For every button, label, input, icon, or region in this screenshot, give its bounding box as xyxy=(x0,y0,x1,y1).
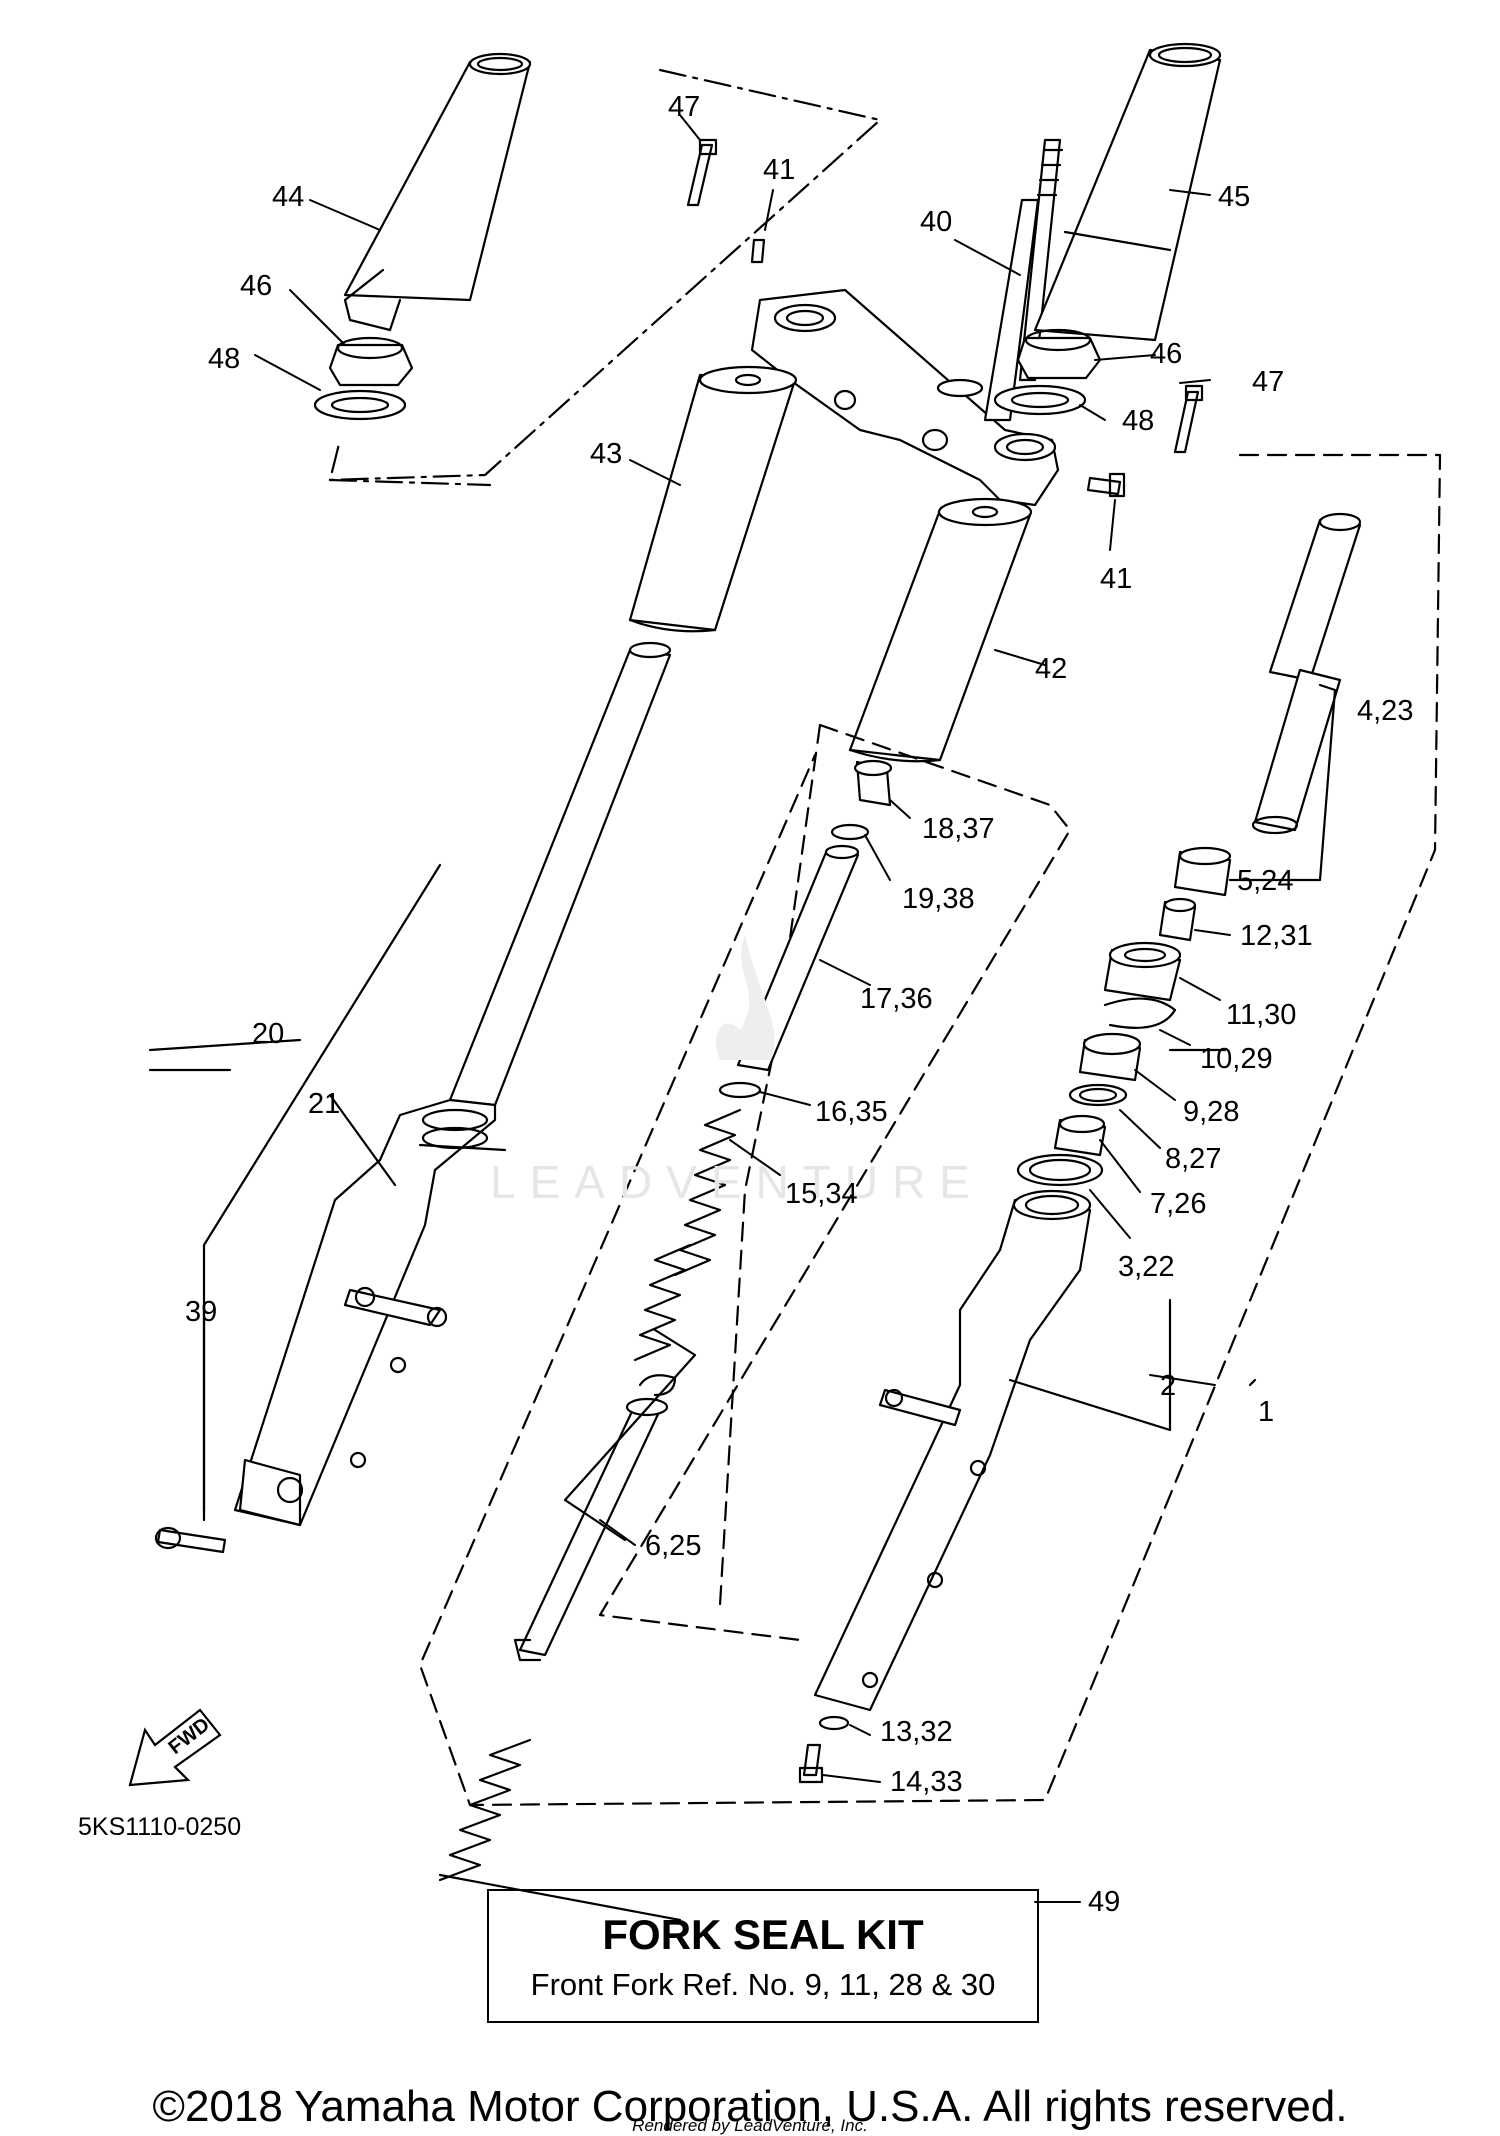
part-label: 18,37 xyxy=(922,813,995,845)
part-label: 7,26 xyxy=(1150,1188,1207,1220)
kit-ref-label: 49 xyxy=(1088,1886,1121,1918)
washer-48-right xyxy=(993,384,1087,416)
circlip-10 xyxy=(1103,997,1177,1029)
outer-tube-2 xyxy=(813,1189,1092,1712)
part-label: 8,27 xyxy=(1165,1143,1222,1175)
diagram-code: 5KS1110-0250 xyxy=(78,1813,242,1841)
part-label: 13,32 xyxy=(880,1716,953,1748)
part-label: 45 xyxy=(1218,181,1251,213)
oil-seal-11 xyxy=(1103,941,1182,1002)
dust-seal-9 xyxy=(1078,1032,1142,1082)
nut-46-left xyxy=(328,336,414,387)
fork-cover-left xyxy=(343,52,532,332)
bushing-5 xyxy=(1173,846,1232,897)
part-label: 47 xyxy=(1252,366,1285,398)
fork-cover-right xyxy=(1033,42,1222,342)
part-label: 2 xyxy=(1160,1370,1177,1402)
part-label: 46 xyxy=(1150,338,1183,370)
part-label: 40 xyxy=(920,206,953,238)
fwd-arrow-icon: FWD xyxy=(128,1708,222,1787)
bushing-12 xyxy=(1158,897,1197,942)
washer-16 xyxy=(718,1081,762,1099)
inner-tube-4 xyxy=(1251,512,1362,835)
upper-bracket xyxy=(750,288,1060,507)
washer-48-left xyxy=(313,389,407,421)
tube-43 xyxy=(628,365,798,633)
part-label: 43 xyxy=(590,438,623,470)
part-label: 19,38 xyxy=(902,883,975,915)
part-label: 10,29 xyxy=(1200,1043,1273,1075)
part-label: 41 xyxy=(763,154,796,186)
bushing-7 xyxy=(1053,1114,1107,1157)
rebound-spring xyxy=(438,1738,532,1882)
steering-stem xyxy=(936,138,1064,422)
washer-8 xyxy=(1068,1083,1128,1107)
part-label: 42 xyxy=(1035,653,1068,685)
part-label: 3,22 xyxy=(1118,1251,1175,1283)
part-label: 48 xyxy=(1122,405,1155,437)
part-label: 4,23 xyxy=(1357,695,1414,727)
bolt-41-top xyxy=(750,238,766,264)
part-label: 6,25 xyxy=(645,1530,702,1562)
part-label: 15,34 xyxy=(785,1178,858,1210)
rendered-by: Rendered by LeadVenture, Inc. xyxy=(632,2116,868,2135)
cap-bolt-18 xyxy=(853,759,893,807)
bolt-39 xyxy=(156,1528,227,1554)
part-label: 5,24 xyxy=(1237,865,1294,897)
kit-subtitle: Front Fork Ref. No. 9, 11, 28 & 30 xyxy=(530,1967,996,2002)
part-label: 21 xyxy=(308,1088,341,1120)
part-label: 11,30 xyxy=(1226,999,1297,1031)
part-label: 1 xyxy=(1258,1396,1275,1428)
part-label: 46 xyxy=(240,270,273,302)
tube-42 xyxy=(848,497,1033,763)
copyright: ©2018 Yamaha Motor Corporation, U.S.A. A… xyxy=(152,2082,1348,2131)
fork-assembly-20 xyxy=(233,641,672,1527)
watermark: LEADVENTURE xyxy=(490,1156,984,1208)
nut-46-right xyxy=(1016,328,1102,380)
part-label: 14,33 xyxy=(890,1766,963,1798)
bolt-47-top xyxy=(686,143,714,207)
kit-title: FORK SEAL KIT xyxy=(602,1911,924,1958)
part-label: 41 xyxy=(1100,563,1133,595)
part-label: 48 xyxy=(208,343,241,375)
part-label: 39 xyxy=(185,1296,218,1328)
spring-15 xyxy=(633,1108,742,1362)
bolt-14 xyxy=(802,1743,822,1777)
damper-rod-6 xyxy=(513,1397,669,1662)
part-label: 9,28 xyxy=(1183,1096,1240,1128)
part-label: 20 xyxy=(252,1018,285,1050)
bolt-41-right xyxy=(1086,476,1122,496)
part-label: 16,35 xyxy=(815,1096,888,1128)
part-label: 47 xyxy=(668,91,701,123)
washer-13 xyxy=(818,1715,850,1731)
bolt-47-right xyxy=(1173,390,1200,454)
part-label: 12,31 xyxy=(1240,920,1313,952)
clip xyxy=(638,1374,677,1397)
seal-3 xyxy=(1016,1153,1104,1187)
leadventure-flame-icon xyxy=(716,935,775,1060)
part-label: 17,36 xyxy=(860,983,933,1015)
part-label: 44 xyxy=(272,181,305,213)
fork-seal-kit-box: FORK SEAL KIT Front Fork Ref. No. 9, 11,… xyxy=(487,1889,1039,2023)
oring-19 xyxy=(830,823,870,841)
